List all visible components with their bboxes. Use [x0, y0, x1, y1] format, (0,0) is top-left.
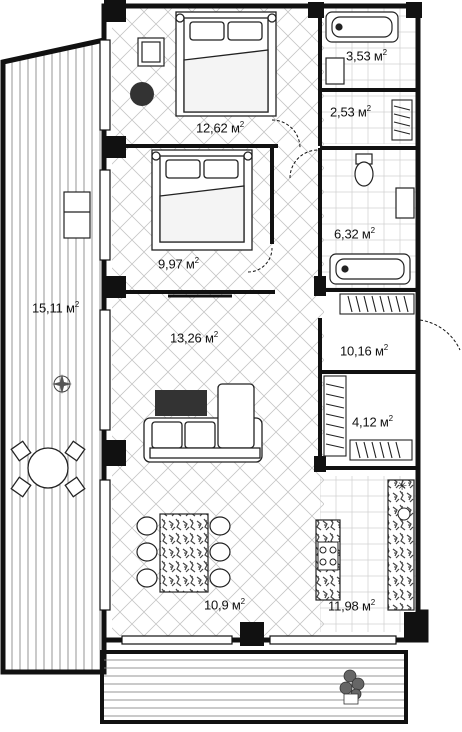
wall-columns — [104, 0, 426, 646]
sink-icon — [395, 187, 415, 219]
bathtub-icon — [329, 253, 411, 285]
sofa-icon — [143, 383, 263, 463]
double-bed-icon — [151, 149, 253, 251]
plant-icon — [52, 374, 72, 394]
sink-icon — [397, 507, 411, 521]
toilet-icon — [354, 153, 374, 187]
plant-icon — [339, 669, 365, 705]
wardrobe-rail-icon — [391, 99, 413, 141]
area-label-bathroom-2: 6,32 м2 — [334, 226, 375, 242]
area-label-bathroom-1: 3,53 м2 — [346, 48, 387, 64]
tv-console-icon — [155, 390, 207, 416]
area-label-wardrobe-2: 4,12 м2 — [352, 414, 393, 430]
sun-lounger-icon — [63, 191, 91, 239]
round-rug-icon — [130, 82, 154, 106]
area-label-bedroom-1: 12,62 м2 — [196, 120, 244, 136]
area-label-bedroom-2: 9,97 м2 — [158, 256, 199, 272]
area-label-hallway: 10,16 м2 — [340, 343, 388, 359]
wardrobe-icon — [339, 293, 415, 315]
wardrobe-icon — [323, 375, 413, 461]
star-icon: ✳ — [397, 479, 407, 493]
double-bed-icon — [175, 11, 277, 117]
area-label-kitchen: 11,98 м2 — [328, 598, 375, 614]
interior-walls — [108, 8, 418, 470]
area-label-wardrobe-1: 2,53 м2 — [330, 104, 371, 120]
sink-icon — [325, 57, 345, 85]
windows — [99, 39, 397, 645]
stove-icon — [317, 541, 339, 571]
doors — [168, 119, 461, 372]
area-label-dining: 10,9 м2 — [204, 597, 245, 613]
armchair-icon — [137, 37, 165, 67]
area-label-living-room: 13,26 м2 — [170, 330, 218, 346]
round-patio-table-icon — [10, 440, 86, 498]
kitchen-counter-icon — [315, 479, 415, 611]
dining-table-icon — [136, 513, 231, 593]
area-label-terrace-left: 15,11 м2 — [32, 300, 79, 316]
bathtub-icon — [325, 11, 399, 43]
terrace-left — [0, 36, 107, 675]
